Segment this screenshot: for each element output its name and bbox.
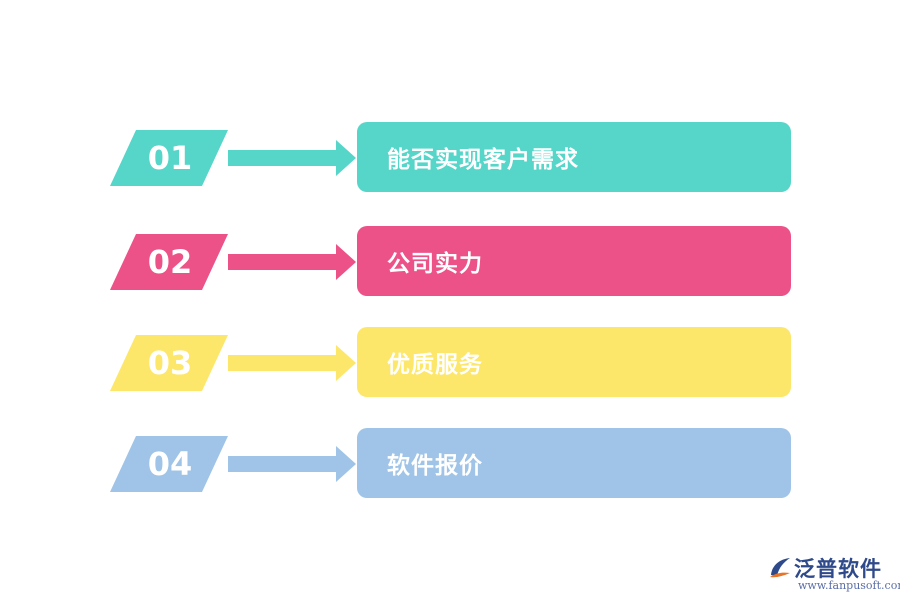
step-row: 04 软件报价 — [0, 428, 900, 504]
arrow-right-icon — [228, 140, 356, 176]
step-label-box: 公司实力 — [357, 226, 791, 296]
leaf-logo-icon — [770, 558, 790, 578]
step-label: 软件报价 — [387, 453, 483, 479]
parallelogram-shape — [110, 335, 228, 391]
step-number-badge: 04 — [110, 436, 230, 492]
step-row: 02 公司实力 — [0, 226, 900, 302]
step-number: 02 — [147, 243, 193, 281]
company-logo: 泛普软件 www.fanpusoft.com — [768, 553, 900, 597]
step-label-box: 优质服务 — [357, 327, 791, 397]
step-label: 公司实力 — [387, 251, 483, 277]
step-label-box: 能否实现客户需求 — [357, 122, 791, 192]
step-row: 03 优质服务 — [0, 327, 900, 403]
logo-url: www.fanpusoft.com — [798, 579, 900, 592]
step-label-box: 软件报价 — [357, 428, 791, 498]
step-number: 01 — [147, 139, 193, 177]
step-label: 优质服务 — [387, 352, 483, 378]
step-label: 能否实现客户需求 — [387, 147, 579, 173]
parallelogram-shape — [110, 436, 228, 492]
parallelogram-shape — [110, 234, 228, 290]
parallelogram-shape — [110, 130, 228, 186]
step-row: 01 能否实现客户需求 — [0, 122, 900, 198]
step-number-badge: 01 — [110, 130, 230, 186]
step-number-badge: 03 — [110, 335, 230, 391]
arrow-right-icon — [228, 244, 356, 280]
arrow-right-icon — [228, 446, 356, 482]
step-number: 04 — [147, 445, 193, 483]
logo-name: 泛普软件 — [794, 557, 882, 581]
step-number-badge: 02 — [110, 234, 230, 290]
arrow-right-icon — [228, 345, 356, 381]
step-number: 03 — [147, 344, 193, 382]
